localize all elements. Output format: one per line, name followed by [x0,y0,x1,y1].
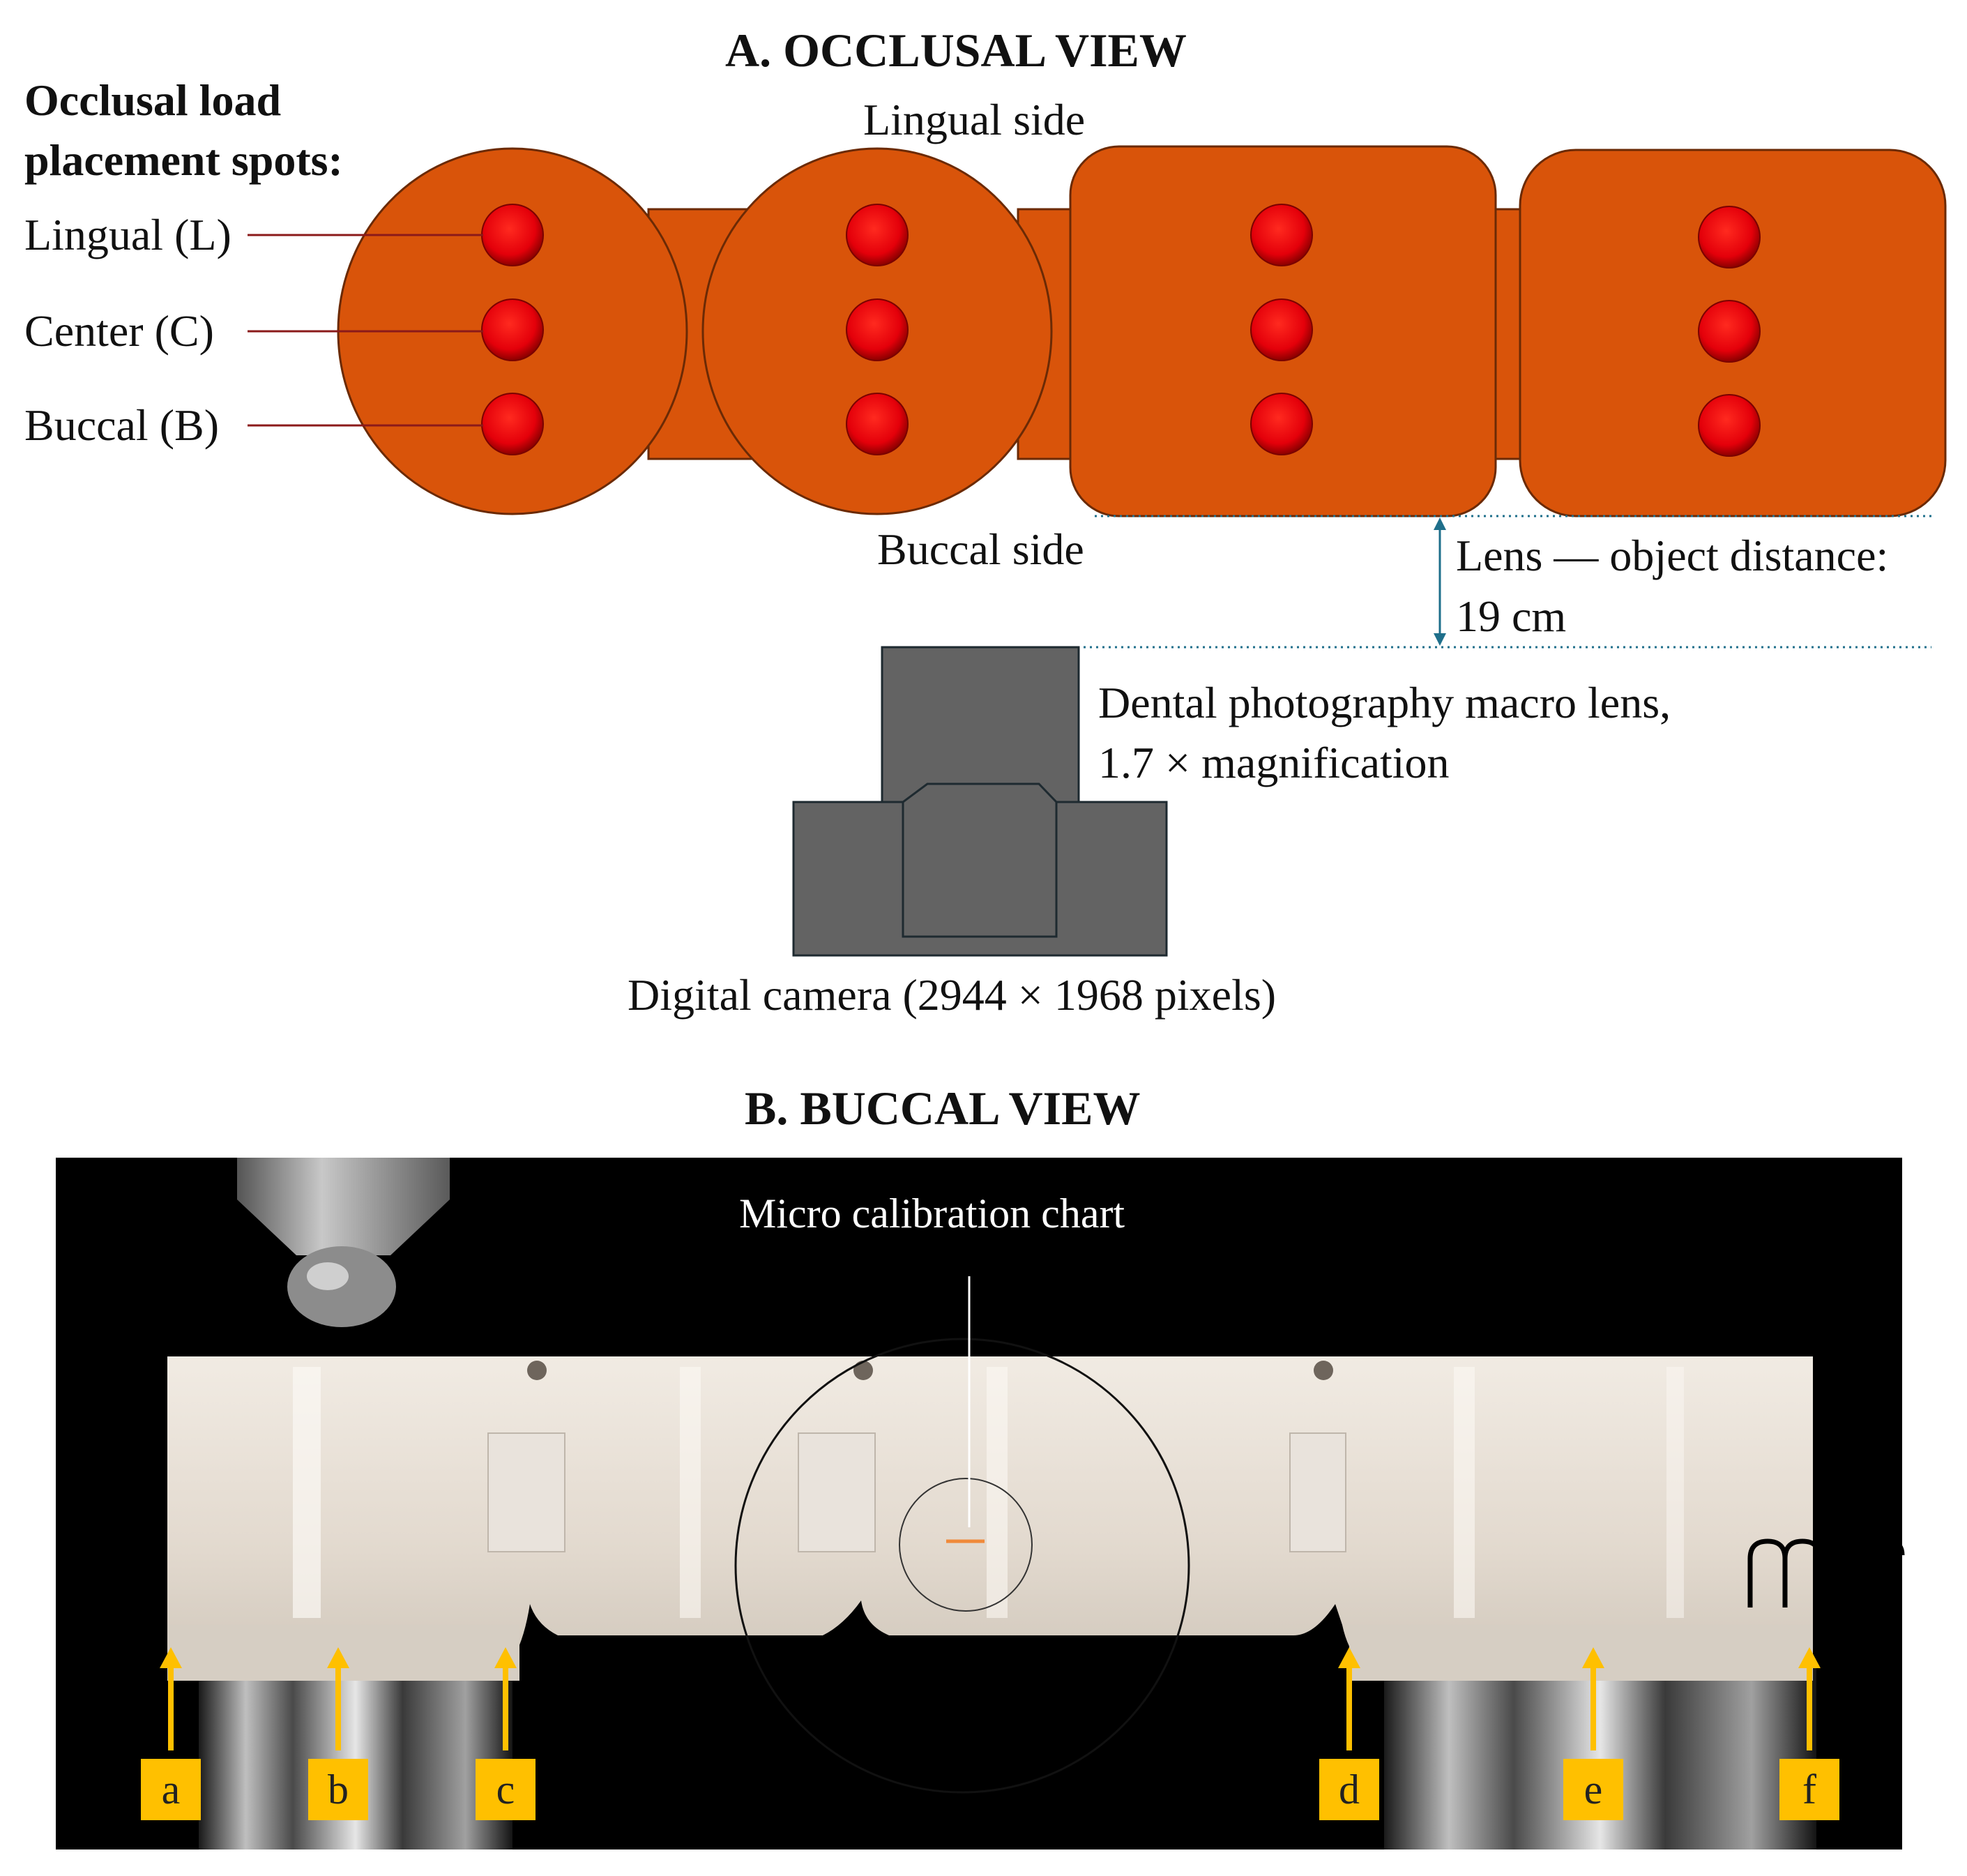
spot-1-center [481,298,544,361]
loading-tip [237,1158,450,1327]
spot-1-lingual [481,204,544,266]
calibration-chart-label: Micro calibration chart [739,1190,1125,1236]
marker-e: e [1563,1759,1623,1820]
spot-label-lingual: Lingual (L) [24,210,231,259]
spot-4-buccal [1698,394,1761,457]
spot-2-lingual [846,204,909,266]
calibration-circle-large [734,1338,1190,1794]
lens-label-line-2: 1.7 × magnification [1098,738,1450,787]
lingual-side-label: Lingual side [863,95,1086,144]
spot-4-lingual [1698,206,1761,268]
marker-c: c [476,1759,536,1820]
marker-f: f [1779,1759,1839,1820]
camera-illustration [792,646,1168,957]
dental-model [167,1356,1813,1681]
camera-prism [902,782,1058,938]
marker-b: b [308,1759,368,1820]
distance-arrowhead-top [1434,517,1446,530]
spot-label-center: Center (C) [24,306,214,356]
panel-b-title: B. BUCCAL VIEW [745,1082,1141,1135]
occlusal-view-diagram [248,145,1947,957]
load-spots [481,204,1761,457]
marker-d: d [1319,1759,1379,1820]
spot-2-buccal [846,393,909,455]
legend-title-line-2: placement spots: [24,135,343,185]
spot-4-center [1698,300,1761,363]
buccal-side-label: Buccal side [877,524,1084,574]
distance-arrowhead-bottom [1434,633,1446,646]
spot-3-buccal [1250,393,1313,455]
spot-2-center [846,298,909,361]
buccal-view-photo [56,1158,1967,1849]
lens-label-line-1: Dental photography macro lens, [1098,678,1671,727]
marker-a: a [141,1759,201,1820]
macro-lens [881,646,1080,810]
spot-label-buccal: Buccal (B) [24,400,219,450]
calibration-circle-small [899,1478,1033,1612]
metal-support-left [199,1663,512,1849]
panel-a-title: A. OCCLUSAL VIEW [725,24,1187,77]
distance-label-line-1: Lens — object distance: [1456,531,1889,580]
spot-3-lingual [1250,204,1313,266]
photo-mask-right [1902,1158,1967,1849]
camera-label: Digital camera (2944 × 1968 pixels) [628,970,1277,1020]
marker-arrows [160,1647,1821,1750]
legend-title-line-1: Occlusal load [24,75,282,125]
distance-label-line-2: 19 cm [1456,591,1567,641]
spot-3-center [1250,298,1313,361]
spot-1-buccal [481,393,544,455]
metal-support-right [1384,1663,1816,1849]
scale-mm-glyph [1747,1538,1905,1608]
